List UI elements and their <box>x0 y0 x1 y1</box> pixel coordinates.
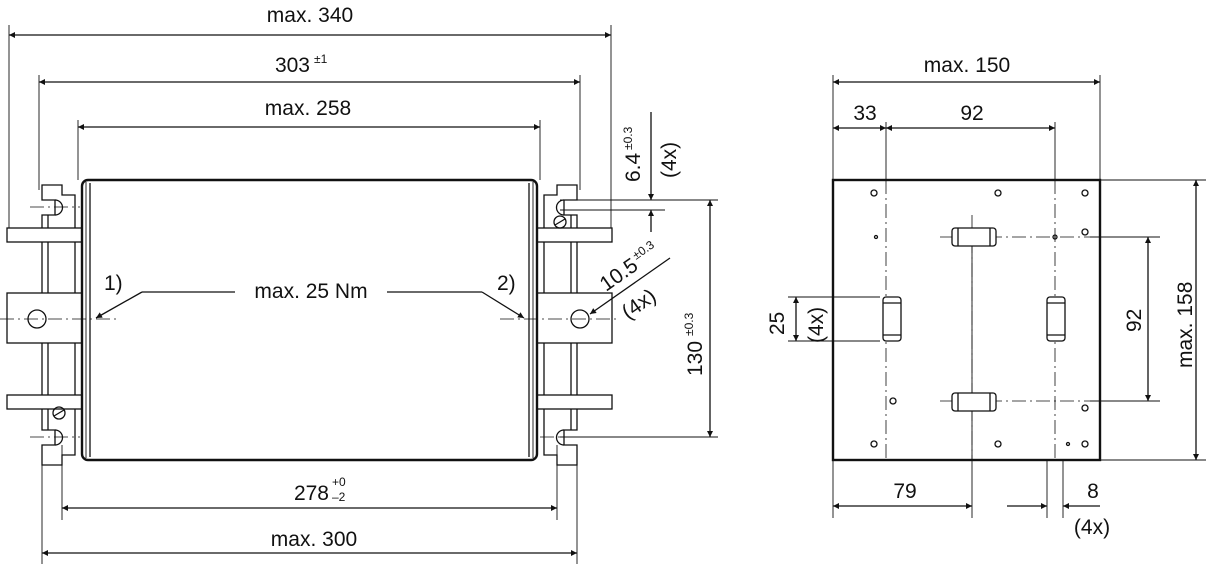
terminal-1-label: 1) <box>104 272 123 295</box>
slot-width-value: 8 <box>1087 480 1099 503</box>
dim-mounting-tolerance: ±1 <box>314 52 328 66</box>
terminal-lugs <box>6 215 613 420</box>
right-terminal-hole-icon <box>570 309 590 329</box>
hole-icon <box>870 440 878 448</box>
hole-icon <box>1081 440 1089 448</box>
dim-slot-width: 6.4 ±0.3 (4x) <box>621 112 681 232</box>
vertical-spacing-label: 92 <box>1123 309 1146 332</box>
dim-side-bottom-offset: 79 <box>833 480 972 509</box>
dim-front-body-width: max. 258 <box>78 97 540 130</box>
side-height-label: max. 158 <box>1174 282 1197 368</box>
bottom-distance-tol-lower: –2 <box>332 490 346 504</box>
dim-side-slot-width: 8 (4x) <box>1007 480 1110 539</box>
side-view: max. 150 33 92 max. 158 92 25 <box>766 54 1206 539</box>
side-holes <box>870 189 1089 448</box>
dim-side-slot-length: 25 (4x) <box>766 297 828 343</box>
hole-icon <box>1065 441 1071 447</box>
bottom-distance-tol-upper: +0 <box>332 475 346 489</box>
hole-spacing-top-label: 92 <box>960 102 983 125</box>
slot-length-label: 25 <box>766 312 789 335</box>
side-plate <box>831 178 1102 462</box>
dim-front-overall-width-label: max. 340 <box>267 4 353 27</box>
hole-icon <box>870 189 878 197</box>
front-extension-lines <box>8 25 718 564</box>
hole-icon <box>1081 228 1089 236</box>
hole-icon <box>1052 234 1058 240</box>
hole-icon <box>994 189 1002 197</box>
front-center-lines <box>0 206 620 438</box>
terminal-2-label: 2) <box>497 272 516 295</box>
slot-count-label: (4x) <box>658 142 681 178</box>
base-width-label: max. 300 <box>271 528 357 551</box>
left-offset-label: 33 <box>853 102 876 125</box>
slot-width-label: 6.4 <box>622 152 645 182</box>
dim-front-height: 130 ±0.3 <box>682 200 713 437</box>
dim-front-mounting-distance: 303 ±1 <box>39 52 580 85</box>
height-label: 130 <box>684 341 707 376</box>
side-slots <box>882 227 1066 412</box>
slot-length-count: (4x) <box>805 307 828 343</box>
screw-icon <box>553 215 567 229</box>
dim-side-overall-height: max. 158 <box>1174 180 1199 460</box>
hole-icon <box>873 234 879 240</box>
dim-body-width-label: max. 258 <box>265 97 351 120</box>
slot-width-tolerance: ±0.3 <box>621 126 635 150</box>
dim-front-overall-width: max. 340 <box>9 4 611 38</box>
hole-diameter-tolerance: ±0.3 <box>630 237 657 262</box>
dim-side-overall-width: max. 150 <box>833 54 1100 85</box>
front-view: max. 340 303 ±1 max. 258 <box>0 4 718 564</box>
dim-side-top-offsets: 33 92 <box>833 102 1055 131</box>
filter-body <box>80 178 539 462</box>
dim-front-bottom-distance: 278 +0 –2 <box>62 475 557 511</box>
side-center-lines <box>885 180 1100 460</box>
height-tolerance: ±0.3 <box>682 312 696 336</box>
dim-side-vertical-spacing: 92 <box>1123 237 1151 401</box>
dim-front-base-width: max. 300 <box>42 528 577 556</box>
slot-width-count: (4x) <box>1074 516 1110 539</box>
dim-mounting-distance-label: 303 <box>275 54 310 77</box>
hole-icon <box>1081 189 1089 197</box>
side-extension-lines <box>788 75 1206 518</box>
screw-icon <box>52 406 66 420</box>
torque-annotation: max. 25 Nm 1) 2) <box>95 272 525 319</box>
hole-icon <box>1081 404 1089 412</box>
torque-label: max. 25 Nm <box>254 280 367 303</box>
hole-icon <box>889 397 897 405</box>
side-width-label: max. 150 <box>924 54 1010 77</box>
bottom-offset-label: 79 <box>893 480 916 503</box>
hole-icon <box>994 440 1002 448</box>
bottom-distance-label: 278 <box>294 482 329 505</box>
